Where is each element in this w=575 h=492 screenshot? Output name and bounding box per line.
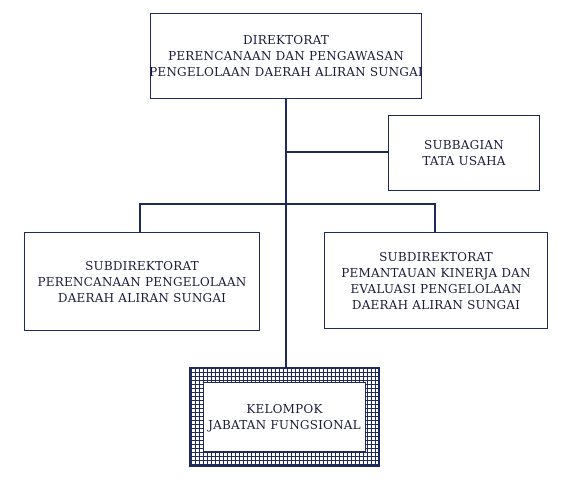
direktorat-line-3: PENGELOLAAN DAERAH ALIRAN SUNGAI — [149, 65, 423, 79]
direktorat-line-2: PERENCANAAN DAN PENGAWASAN — [168, 49, 404, 63]
subdirektorat-2-line-2: PEMANTAUAN KINERJA DAN — [341, 265, 531, 280]
subbagian-line-1: SUBBAGIAN — [424, 138, 504, 152]
connector-trunk — [285, 99, 287, 368]
subdirektorat-2-line-1: SUBDIREKTORAT — [379, 249, 493, 264]
connector-to-subdirektorat-1 — [139, 203, 141, 232]
subdirektorat-2-line-4: DAERAH ALIRAN SUNGAI — [351, 297, 521, 312]
kelompok-inner-box: KELOMPOK JABATAN FUNGSIONAL — [203, 382, 366, 452]
direktorat-box: DIREKTORAT PERENCANAAN DAN PENGAWASAN PE… — [149, 13, 423, 99]
subdirektorat-2-line-3: EVALUASI PENGELOLAAN — [350, 281, 522, 296]
connector-to-subdirektorat-2 — [434, 203, 436, 232]
subdirektorat-1-line-2: PERENCANAAN PENGELOLAAN — [37, 274, 247, 289]
subdirektorat-1-line-1: SUBDIREKTORAT — [85, 258, 199, 273]
direktorat-line-1: DIREKTORAT — [242, 33, 329, 47]
subbagian-tata-usaha-box: SUBBAGIAN TATA USAHA — [388, 115, 540, 191]
kelompok-jabatan-fungsional-box: KELOMPOK JABATAN FUNGSIONAL — [189, 367, 380, 467]
subbagian-line-2: TATA USAHA — [422, 154, 506, 168]
connector-branch-horizontal — [139, 203, 436, 205]
subdirektorat-perencanaan-box: SUBDIREKTORAT PERENCANAAN PENGELOLAAN DA… — [24, 232, 260, 331]
subdirektorat-pemantauan-box: SUBDIREKTORAT PEMANTAUAN KINERJA DAN EVA… — [324, 232, 548, 329]
subdirektorat-1-line-3: DAERAH ALIRAN SUNGAI — [57, 290, 227, 305]
kelompok-line-2: JABATAN FUNGSIONAL — [208, 418, 361, 432]
connector-to-tata-usaha — [285, 151, 388, 153]
kelompok-line-1: KELOMPOK — [246, 402, 323, 416]
